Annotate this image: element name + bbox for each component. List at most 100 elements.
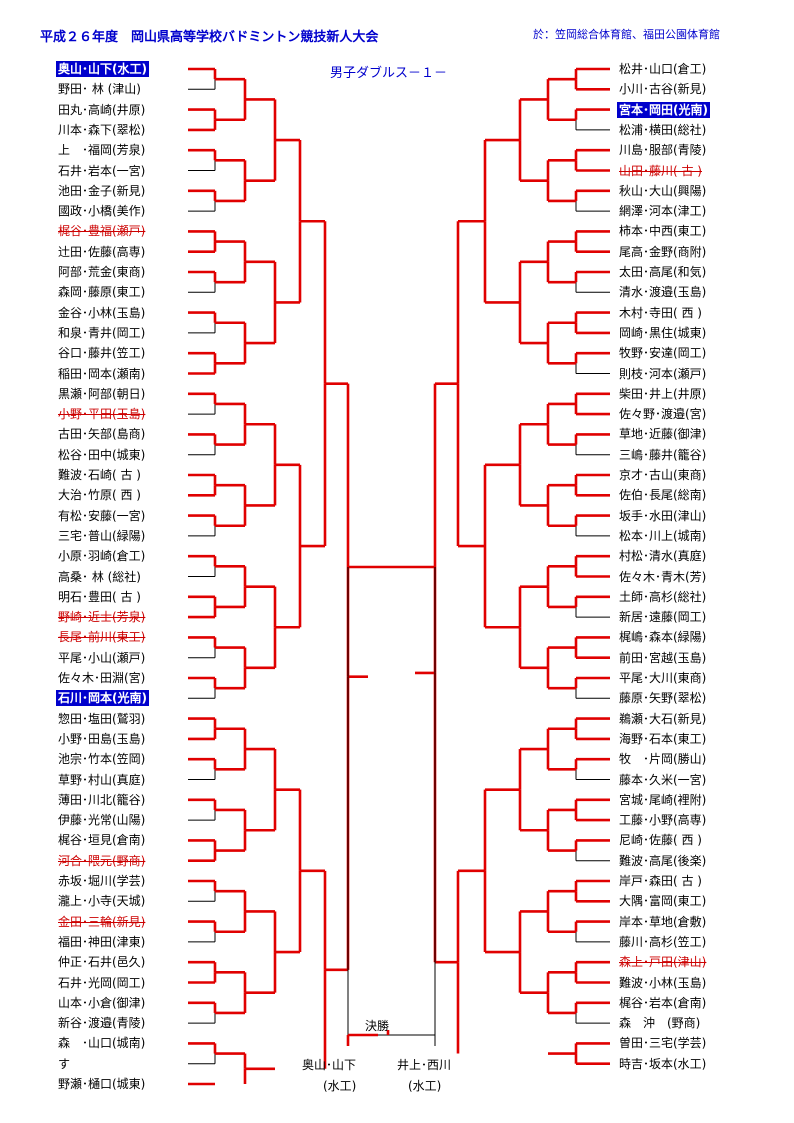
left-player-entry: 野瀬･樋口(城東) bbox=[58, 1077, 146, 1091]
right-player-entry: 松本･川上(城南) bbox=[619, 528, 707, 543]
left-player-entry: 川本･森下(翠松) bbox=[58, 122, 146, 137]
right-player-entry: 小川･古谷(新見) bbox=[619, 82, 707, 97]
right-player-entry: 秋山･大山(興陽) bbox=[619, 183, 707, 198]
right-player-entry: 三嶋･藤井(籠谷) bbox=[619, 447, 707, 462]
right-player-entry: 坂手･水田(津山) bbox=[619, 508, 707, 523]
left-player-entry: 小原･羽崎(倉工) bbox=[58, 549, 146, 564]
right-player-entry: 京才･古山(東商) bbox=[619, 468, 707, 482]
right-player-entry: 太田･高尾(和気) bbox=[619, 265, 707, 279]
left-player-entry: 梶谷･垣見(倉南) bbox=[58, 833, 146, 848]
left-player-entry: 高桑･ 林 (総社) bbox=[58, 569, 141, 584]
left-player-entry: 松谷･田中(城東) bbox=[58, 447, 146, 462]
page-title: 平成２６年度 岡山県高等学校バドミントン競技新人大会 bbox=[40, 30, 379, 45]
left-player-entry: 古田･矢部(島商) bbox=[58, 427, 146, 442]
left-player-entry: 瀧上･小寺(天城) bbox=[58, 894, 146, 909]
left-player-entry: 辻田･佐藤(高専) bbox=[58, 244, 146, 259]
right-player-entry: 森上･戸田(津山) bbox=[619, 955, 707, 970]
right-player-entry: 曽田･三宅(学芸) bbox=[619, 1036, 707, 1051]
right-player-entry: 宮本･岡田(光南) bbox=[617, 101, 710, 118]
left-player-entry: 有松･安藤(一宮) bbox=[58, 508, 146, 523]
right-player-entry: 川島･服部(青陵) bbox=[619, 143, 707, 158]
left-player-entry: 池田･金子(新見) bbox=[58, 183, 146, 198]
right-player-entry: 則枝･河本(瀬戸) bbox=[619, 366, 707, 381]
venue-label: 於：笠岡総合体育館、福田公園体育館 bbox=[533, 28, 720, 41]
right-player-entry: 佐伯･長尾(総南) bbox=[619, 488, 707, 503]
right-player-entry: 海野･石本(東工) bbox=[619, 731, 707, 746]
left-player-entry: 谷口･藤井(笠工) bbox=[58, 346, 146, 361]
final-winner-name: 奥山･山下 bbox=[302, 1058, 357, 1072]
left-player-entry: 森 ･山口(城南) bbox=[58, 1036, 146, 1051]
right-player-entry: 松井･山口(倉工) bbox=[619, 62, 707, 76]
left-player-entry: 石井･光岡(岡工) bbox=[58, 975, 146, 990]
right-player-entry: 時吉･坂本(水工) bbox=[619, 1056, 707, 1071]
left-player-entry: 伊藤･光常(山陽) bbox=[58, 813, 146, 828]
left-player-entry: 稲田･岡本(瀬南) bbox=[58, 366, 146, 381]
right-player-entry: 森 沖 (野商) bbox=[619, 1016, 701, 1031]
left-player-entry: 金田･三輪(新見) bbox=[58, 914, 146, 929]
left-player-entry: 小野･平田(玉島) bbox=[58, 407, 146, 422]
left-player-entry: 難波･石崎( 古 ) bbox=[58, 468, 141, 482]
right-player-entry: 平尾･大川(東商) bbox=[619, 671, 707, 685]
left-player-entry: 黒瀬･阿部(朝日) bbox=[58, 386, 146, 401]
right-player-entry: 難波･高尾(後楽) bbox=[619, 853, 707, 868]
right-player-entry: 佐々木･青木(芳) bbox=[619, 569, 707, 584]
right-player-entry: 柿本･中西(東工) bbox=[619, 224, 707, 239]
right-player-entry: 藤川･高杉(笠工) bbox=[619, 934, 707, 949]
left-player-entry: 三宅･普山(緑陽) bbox=[58, 528, 146, 543]
right-player-entry: 岸戸･森田( 古 ) bbox=[619, 874, 702, 888]
left-player-entry: 新谷･渡邉(青陵) bbox=[58, 1016, 146, 1031]
left-player-entry: 草野･村山(真庭) bbox=[58, 772, 146, 787]
event-title: 男子ダブルス－１－ bbox=[330, 66, 448, 81]
left-player-entry: 平尾･小山(瀬戸) bbox=[58, 650, 146, 665]
right-player-entry: 清水･渡邉(玉島) bbox=[619, 285, 707, 300]
right-player-entry: 梶谷･岩本(倉南) bbox=[619, 995, 707, 1010]
right-player-entry: 工藤･小野(高専) bbox=[619, 813, 707, 828]
right-player-entry: 藤原･矢野(翠松) bbox=[619, 691, 707, 706]
left-player-entry: 薄田･川北(籠谷) bbox=[58, 792, 146, 807]
left-player-entry: 野田･ 林 (津山) bbox=[58, 82, 141, 97]
right-player-entry: 山田･藤川( 古 ) bbox=[619, 163, 702, 178]
right-player-entry: 尾高･金野(商附) bbox=[619, 244, 707, 259]
right-player-entry: 難波･小林(玉島) bbox=[619, 975, 707, 990]
left-player-entry: 野崎･近士(芳泉) bbox=[58, 610, 146, 625]
final-title: 決勝 bbox=[365, 1019, 390, 1033]
left-player-entry: 森岡･藤原(東工) bbox=[58, 285, 146, 300]
final-winner-school: (水工) bbox=[323, 1079, 357, 1093]
left-player-entry: 金谷･小林(玉島) bbox=[58, 305, 146, 320]
final-runnerup-school: (水工) bbox=[408, 1079, 442, 1093]
left-player-entry: 長尾･前川(東工) bbox=[58, 630, 146, 645]
left-player-entry: す bbox=[58, 1056, 71, 1071]
right-player-entry: 網澤･河本(津工) bbox=[619, 204, 707, 219]
right-player-entry: 藤本･久米(一宮) bbox=[619, 772, 707, 787]
right-player-entry: 牧野･安達(岡工) bbox=[619, 346, 707, 361]
left-player-entry: 赤坂･堀川(学芸) bbox=[58, 874, 146, 888]
right-player-entry: 尼崎･佐藤( 西 ) bbox=[619, 833, 702, 848]
left-player-entry: 河合･隈元(野商) bbox=[58, 853, 146, 868]
right-player-entry: 大隅･富岡(東工) bbox=[619, 894, 707, 909]
left-player-entry: 佐々木･田淵(宮) bbox=[58, 671, 146, 685]
left-player-entry: 大治･竹原( 西 ) bbox=[58, 488, 141, 503]
left-player-entry: 田丸･高崎(井原) bbox=[58, 102, 146, 117]
left-player-entry: 阿部･荒金(東商) bbox=[58, 265, 146, 279]
left-player-entry: 石井･岩本(一宮) bbox=[58, 163, 146, 178]
right-player-entry: 佐々野･渡邉(宮) bbox=[619, 407, 707, 422]
left-player-entry: 梶谷･豊福(瀬戸) bbox=[58, 224, 146, 239]
right-player-entry: 草地･近藤(御津) bbox=[619, 427, 707, 442]
right-player-entry: 前田･宮越(玉島) bbox=[619, 650, 707, 665]
final-runnerup-name: 井上･西川 bbox=[397, 1058, 452, 1072]
right-player-entry: 鵜瀬･大石(新見) bbox=[619, 711, 707, 726]
left-player-entry: 石川･岡本(光南) bbox=[56, 690, 149, 707]
right-player-entry: 新居･遠藤(岡工) bbox=[619, 610, 707, 625]
right-player-entry: 岸本･草地(倉敷) bbox=[619, 914, 707, 929]
left-player-entry: 明石･豊田( 古 ) bbox=[58, 589, 141, 604]
right-player-entry: 土師･高杉(総社) bbox=[619, 589, 707, 604]
right-player-entry: 宮城･尾崎(裡附) bbox=[619, 792, 707, 807]
right-player-entry: 牧 ･片岡(勝山) bbox=[619, 752, 707, 767]
left-player-entry: 福田･神田(津東) bbox=[58, 934, 146, 949]
right-player-entry: 村松･清水(真庭) bbox=[619, 549, 707, 564]
left-player-entry: 和泉･青井(岡工) bbox=[58, 325, 146, 340]
right-player-entry: 柴田･井上(井原) bbox=[619, 386, 707, 401]
left-player-entry: 惣田･塩田(鷲羽) bbox=[58, 711, 146, 726]
left-player-entry: 奥山･山下(水工) bbox=[56, 61, 149, 77]
